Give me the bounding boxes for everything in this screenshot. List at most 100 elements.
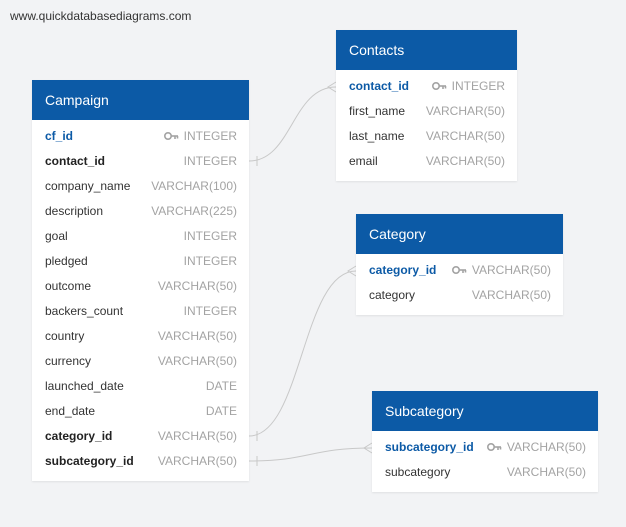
field-type: VARCHAR(225) [151, 199, 237, 224]
field-type: INTEGER [184, 249, 237, 274]
category-table-title: Category [356, 214, 563, 254]
field-row-country[interactable]: country VARCHAR(50) [32, 324, 249, 349]
field-row-subcategory[interactable]: subcategory VARCHAR(50) [372, 460, 598, 485]
field-row-company_name[interactable]: company_name VARCHAR(100) [32, 174, 249, 199]
field-name: subcategory [385, 465, 451, 479]
field-type-label: VARCHAR(50) [157, 279, 237, 293]
field-name: description [45, 204, 104, 218]
field-row-pledged[interactable]: pledged INTEGER [32, 249, 249, 274]
field-name: last_name [349, 129, 405, 143]
field-type-label: INTEGER [183, 304, 237, 318]
field-row-category_id[interactable]: category_id VARCHAR(50) [32, 424, 249, 449]
field-name: currency [45, 354, 92, 368]
field-name: cf_id [45, 129, 74, 143]
field-type-label: VARCHAR(100) [151, 179, 237, 193]
field-type-label: INTEGER [183, 154, 237, 168]
field-type: INTEGER [184, 224, 237, 249]
field-type-label: VARCHAR(50) [471, 288, 551, 302]
field-row-launched_date[interactable]: launched_date DATE [32, 374, 249, 399]
field-row-category[interactable]: category VARCHAR(50) [356, 283, 563, 308]
field-name: category_id [45, 429, 113, 443]
field-type: VARCHAR(50) [426, 124, 505, 149]
field-name: outcome [45, 279, 92, 293]
field-row-currency[interactable]: currency VARCHAR(50) [32, 349, 249, 374]
field-type: DATE [206, 399, 237, 424]
field-type-label: VARCHAR(50) [157, 354, 237, 368]
field-name: goal [45, 229, 68, 243]
field-name: backers_count [45, 304, 124, 318]
field-type: VARCHAR(100) [151, 174, 237, 199]
field-row-outcome[interactable]: outcome VARCHAR(50) [32, 274, 249, 299]
connector-contact [248, 81, 337, 166]
field-row-end_date[interactable]: end_date DATE [32, 399, 249, 424]
field-name: end_date [45, 404, 96, 418]
field-row-email[interactable]: email VARCHAR(50) [336, 149, 517, 174]
field-name: email [349, 154, 378, 168]
field-row-first_name[interactable]: first_name VARCHAR(50) [336, 99, 517, 124]
key-icon [451, 263, 472, 277]
field-type-label: VARCHAR(50) [506, 465, 586, 479]
field-name: category [369, 288, 416, 302]
field-type: INTEGER [184, 149, 237, 174]
field-type: VARCHAR(50) [158, 424, 237, 449]
field-row-description[interactable]: description VARCHAR(225) [32, 199, 249, 224]
field-type-label: VARCHAR(50) [471, 263, 551, 277]
field-type: INTEGER [184, 299, 237, 324]
contacts-table-title: Contacts [336, 30, 517, 70]
field-row-backers_count[interactable]: backers_count INTEGER [32, 299, 249, 324]
watermark: www.quickdatabasediagrams.com [10, 9, 192, 23]
key-icon [431, 79, 452, 93]
key-icon [486, 440, 507, 454]
field-type: VARCHAR(50) [158, 449, 237, 474]
field-row-last_name[interactable]: last_name VARCHAR(50) [336, 124, 517, 149]
campaign-table-title: Campaign [32, 80, 249, 120]
field-name: pledged [45, 254, 88, 268]
field-type: VARCHAR(50) [472, 283, 551, 308]
field-type-label: DATE [205, 404, 237, 418]
field-type-label: INTEGER [183, 229, 237, 243]
field-name: company_name [45, 179, 131, 193]
field-type: VARCHAR(50) [158, 324, 237, 349]
field-row-goal[interactable]: goal INTEGER [32, 224, 249, 249]
field-row-category_id[interactable]: category_id VARCHAR(50) [356, 258, 563, 283]
field-name: launched_date [45, 379, 124, 393]
field-type: VARCHAR(50) [451, 258, 551, 283]
field-type-label: VARCHAR(50) [157, 454, 237, 468]
field-type: VARCHAR(50) [158, 274, 237, 299]
field-name: country [45, 329, 85, 343]
connector-subcategory [248, 442, 373, 466]
field-type-label: INTEGER [183, 254, 237, 268]
field-name: subcategory_id [45, 454, 134, 468]
field-type-label: VARCHAR(225) [151, 204, 237, 218]
field-type: DATE [206, 374, 237, 399]
field-type: VARCHAR(50) [426, 149, 505, 174]
field-type-label: VARCHAR(50) [506, 440, 586, 454]
field-type: VARCHAR(50) [158, 349, 237, 374]
field-type-label: VARCHAR(50) [157, 429, 237, 443]
field-type-label: INTEGER [451, 79, 505, 93]
field-type: INTEGER [431, 74, 505, 99]
field-type: INTEGER [163, 124, 237, 149]
field-type: VARCHAR(50) [426, 99, 505, 124]
field-type-label: DATE [205, 379, 237, 393]
field-name: category_id [369, 263, 437, 277]
field-row-subcategory_id[interactable]: subcategory_id VARCHAR(50) [32, 449, 249, 474]
field-type-label: VARCHAR(50) [425, 104, 505, 118]
field-row-cf_id[interactable]: cf_id INTEGER [32, 124, 249, 149]
connector-category [248, 265, 357, 441]
field-type: VARCHAR(50) [486, 435, 586, 460]
field-name: first_name [349, 104, 406, 118]
subcategory-table-title: Subcategory [372, 391, 598, 431]
